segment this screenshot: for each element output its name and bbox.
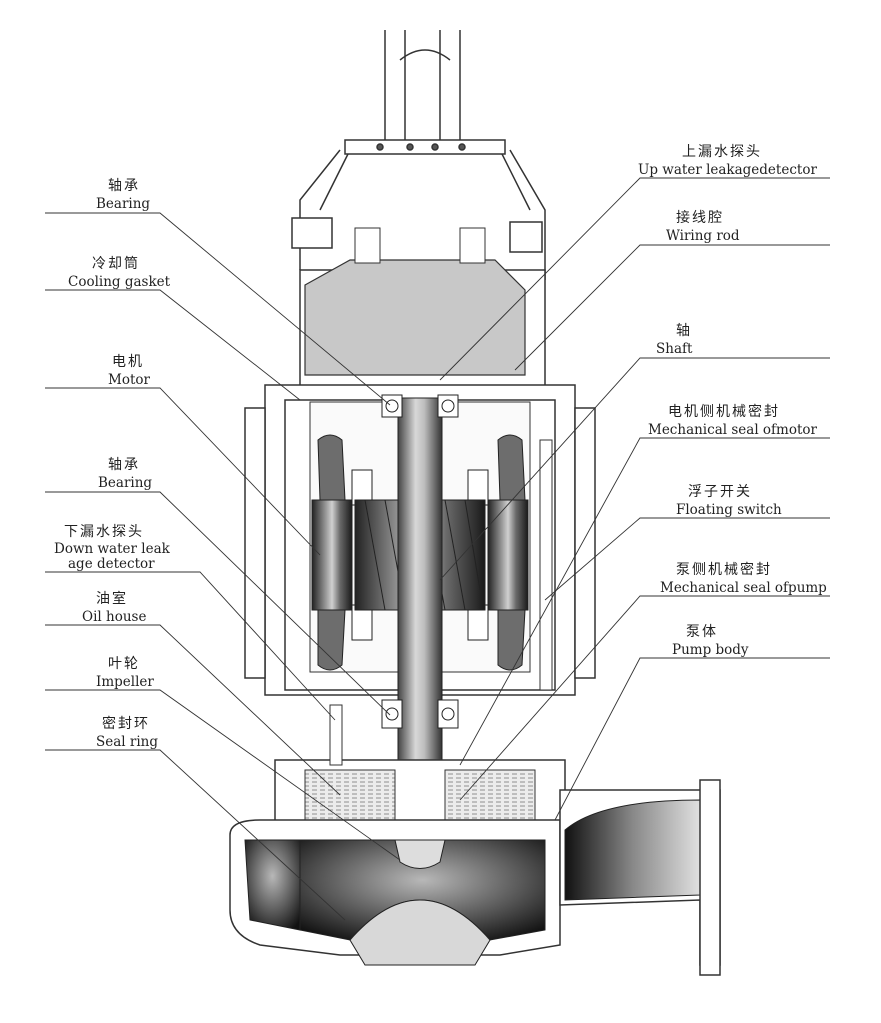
svg-text:age detector: age detector: [68, 556, 155, 572]
label-down-detector: 下漏水探头 Down water leak age detector: [54, 524, 171, 572]
svg-text:Up water leakagedetector: Up water leakagedetector: [638, 162, 817, 178]
svg-text:冷却筒: 冷却筒: [92, 255, 140, 272]
svg-text:泵体: 泵体: [686, 624, 718, 640]
svg-text:下漏水探头: 下漏水探头: [64, 524, 144, 540]
svg-text:Mechanical seal ofmotor: Mechanical seal ofmotor: [648, 422, 818, 438]
svg-text:叶轮: 叶轮: [108, 656, 140, 672]
svg-text:Motor: Motor: [108, 372, 151, 388]
label-bearing-top: 轴承 Bearing: [96, 178, 150, 212]
svg-text:轴: 轴: [676, 323, 692, 339]
svg-text:Shaft: Shaft: [656, 341, 693, 357]
bearings: [381, 394, 459, 729]
label-impeller: 叶轮 Impeller: [96, 656, 154, 690]
svg-text:轴承: 轴承: [108, 457, 140, 473]
svg-text:Wiring rod: Wiring rod: [666, 228, 740, 244]
label-cooling-gasket: 冷却筒 Cooling gasket: [68, 255, 171, 290]
svg-text:接线腔: 接线腔: [676, 209, 724, 226]
lifting-handle: [291, 30, 546, 280]
pump-outlet: [559, 779, 721, 976]
svg-text:Bearing: Bearing: [96, 196, 150, 212]
svg-text:电机: 电机: [112, 354, 144, 370]
stator-windings: [317, 434, 526, 671]
label-seal-ring: 密封环 Seal ring: [96, 715, 158, 750]
label-seal-motor: 电机侧机械密封 Mechanical seal ofmotor: [648, 403, 818, 438]
svg-text:Down water leak: Down water leak: [54, 541, 171, 557]
svg-text:上漏水探头: 上漏水探头: [682, 144, 762, 160]
label-seal-pump: 泵侧机械密封 Mechanical seal ofpump: [660, 561, 827, 596]
label-motor: 电机 Motor: [108, 354, 151, 388]
svg-text:Floating switch: Floating switch: [676, 502, 782, 518]
svg-text:密封环: 密封环: [102, 715, 150, 732]
svg-text:油室: 油室: [96, 590, 128, 607]
svg-text:Oil house: Oil house: [82, 609, 146, 625]
svg-text:轴承: 轴承: [108, 178, 140, 194]
label-pump-body: 泵体 Pump body: [672, 624, 749, 658]
label-bearing-bottom: 轴承 Bearing: [98, 457, 152, 491]
label-shaft: 轴 Shaft: [656, 323, 693, 357]
wiring-cavity: [299, 227, 546, 391]
svg-text:电机侧机械密封: 电机侧机械密封: [668, 403, 780, 420]
svg-text:Impeller: Impeller: [96, 674, 154, 690]
label-floating-switch: 浮子开关 Floating switch: [676, 484, 782, 518]
svg-text:Bearing: Bearing: [98, 475, 152, 491]
svg-text:Pump body: Pump body: [672, 642, 749, 658]
label-up-detector: 上漏水探头 Up water leakagedetector: [638, 144, 817, 178]
svg-text:浮子开关: 浮子开关: [688, 484, 752, 500]
leader-lines: [45, 177, 830, 921]
svg-text:Cooling gasket: Cooling gasket: [68, 274, 171, 290]
label-wiring-rod: 接线腔 Wiring rod: [666, 209, 740, 244]
svg-text:泵侧机械密封: 泵侧机械密封: [676, 561, 772, 578]
label-oil-house: 油室 Oil house: [82, 590, 146, 625]
svg-text:Seal ring: Seal ring: [96, 734, 158, 750]
pump-casing: [229, 819, 561, 966]
svg-text:Mechanical seal ofpump: Mechanical seal ofpump: [660, 580, 827, 596]
